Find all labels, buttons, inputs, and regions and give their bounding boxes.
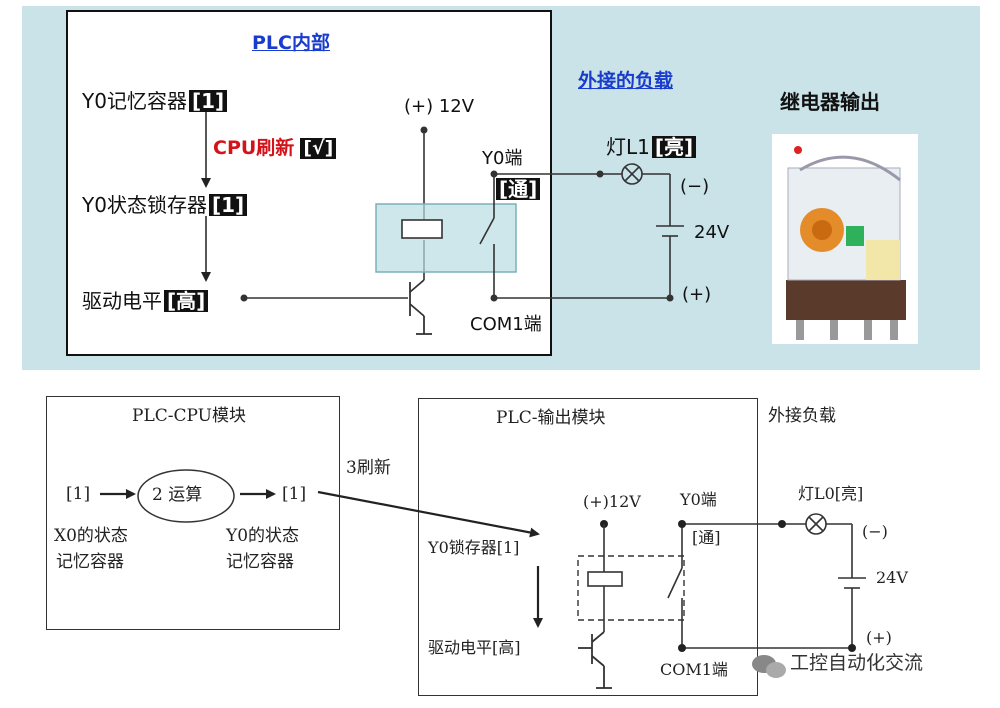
bottom-relay-dashed-box — [577, 555, 685, 621]
com1-label: COM1端 — [470, 314, 542, 335]
relay-highlight-box — [375, 203, 517, 273]
operation-label: 2 运算 — [152, 485, 203, 505]
cpu-refresh-value: [√] — [300, 138, 337, 159]
lamp-bottom-label: 灯L0[亮] — [798, 484, 864, 503]
relay-photo-icon — [786, 146, 906, 340]
drive-node — [240, 294, 248, 302]
x0-mem-line2: 记忆容器 — [56, 552, 124, 572]
top-lamp-circuit — [600, 163, 684, 298]
y0-mem-line2: 记忆容器 — [226, 552, 294, 572]
cpu-module-box — [46, 396, 340, 630]
output-module-title: PLC-输出模块 — [496, 408, 606, 428]
y0-latch-label: Y0状态锁存器[1] — [82, 193, 248, 217]
lamp-text: 灯L1 — [606, 135, 650, 159]
y0-latch-bottom-label: Y0锁存器[1] — [428, 538, 520, 557]
cpu-refresh-label: CPU刷新[√] — [213, 137, 337, 159]
watermark-text: 工控自动化交流 — [790, 652, 924, 674]
lamp-value: [亮] — [651, 136, 697, 158]
cpu-refresh-text: CPU刷新 — [213, 137, 295, 159]
y0-memory-value: [1] — [188, 90, 228, 112]
cpu-module-title: PLC-CPU模块 — [132, 406, 246, 426]
wechat-icon — [752, 655, 786, 678]
y0-value: [1] — [282, 484, 307, 504]
minus-bottom-label: (−) — [862, 522, 888, 541]
relay-coil — [401, 219, 443, 239]
y0-latch-value: [1] — [208, 194, 248, 216]
bottom-contact — [667, 523, 852, 649]
relay-output-title: 继电器输出 — [780, 90, 880, 114]
plc-internal-title: PLC内部 — [252, 32, 330, 54]
com1-bottom-label: COM1端 — [660, 660, 728, 679]
y0-memory-text: Y0记忆容器 — [82, 89, 187, 113]
bottom-transistor — [578, 631, 612, 689]
y0-memory-label: Y0记忆容器[1] — [82, 89, 228, 113]
y0-mem-line1: Y0的状态 — [226, 526, 300, 546]
bottom-flow-arrows — [100, 489, 543, 628]
v24-label: 24V — [694, 222, 730, 243]
plus-bottom-label: (+) — [866, 628, 892, 647]
operation-ellipse — [137, 469, 235, 523]
y0-port-badge: [通] — [496, 178, 541, 200]
top-contact — [479, 173, 670, 299]
drive-level-bottom-label: 驱动电平[高] — [428, 638, 521, 657]
bottom-lamp-circuit — [782, 513, 866, 648]
minus-label: (−) — [680, 176, 710, 197]
y0-port-bottom-value: [通] — [692, 528, 721, 547]
v12-label: (+) 12V — [404, 96, 475, 117]
x0-value: [1] — [66, 484, 91, 504]
drive-level-text: 驱动电平 — [82, 289, 162, 313]
v24-bottom-label: 24V — [876, 568, 908, 587]
lamp-label: 灯L1[亮] — [606, 135, 697, 159]
y0-port-value: [通] — [494, 178, 541, 200]
refresh-label: 3刷新 — [346, 458, 391, 478]
external-load-title: 外接的负载 — [578, 70, 674, 92]
plus-label: (+) — [682, 284, 712, 305]
top-transistor — [409, 279, 432, 335]
y0-port-bottom-label: Y0端 — [680, 490, 717, 509]
output-module-box — [418, 398, 758, 696]
external-load-label: 外接负载 — [768, 406, 836, 426]
drive-level-value: [高] — [164, 290, 209, 312]
y0-port-label: Y0端 — [482, 148, 523, 169]
x0-mem-line1: X0的状态 — [54, 526, 128, 546]
y0-latch-text: Y0状态锁存器 — [82, 193, 207, 217]
v12-bottom-label: (+)12V — [583, 492, 641, 511]
bottom-relay-coil — [587, 571, 623, 587]
drive-level-label: 驱动电平[高] — [82, 289, 209, 313]
